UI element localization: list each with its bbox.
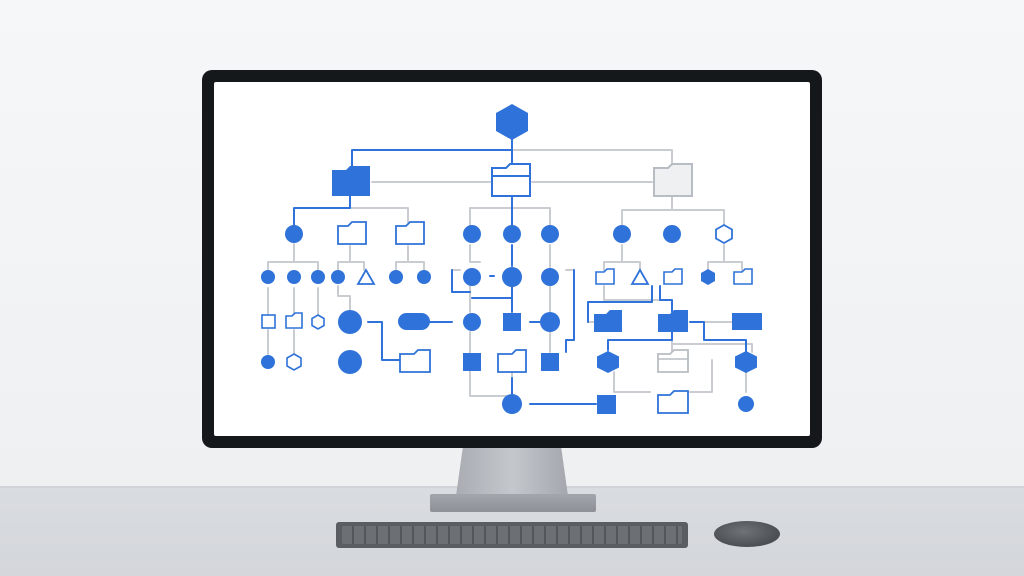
circle-node: [331, 270, 345, 284]
folder-icon: [653, 163, 693, 197]
folder-icon: [663, 268, 683, 285]
folder-icon: [733, 268, 753, 285]
circle-node: [502, 394, 522, 414]
pill-node: [398, 313, 430, 330]
folder-icon: [658, 310, 688, 332]
circle-node: [540, 312, 560, 332]
folder-icon: [497, 349, 527, 373]
folder-icon: [399, 349, 431, 373]
hexagon-node: [735, 351, 757, 373]
folder-icon: [285, 312, 303, 329]
circle-node: [613, 225, 631, 243]
circle-node: [541, 225, 559, 243]
hexagon-node: [715, 223, 733, 245]
monitor-stand-base: [430, 494, 596, 512]
circle-node: [463, 225, 481, 243]
hexagon-node: [701, 269, 715, 285]
keyboard-keys[interactable]: [342, 526, 682, 544]
circle-node: [738, 396, 754, 412]
triangle-node: [356, 268, 376, 285]
folder-icon: [595, 268, 615, 285]
circle-node: [311, 270, 325, 284]
circle-node: [417, 270, 431, 284]
folder-icon: [337, 221, 367, 245]
circle-node: [541, 268, 559, 286]
hexagon-node: [286, 353, 302, 371]
hierarchy-diagram: [261, 104, 762, 414]
circle-node: [261, 270, 275, 284]
monitor-screen: [214, 82, 810, 436]
hexagon-node: [311, 314, 325, 330]
folder-icon: [491, 163, 531, 197]
square-node: [261, 314, 276, 329]
computer-mouse[interactable]: [714, 521, 780, 547]
hexagon-node: [597, 351, 619, 373]
circle-node: [287, 270, 301, 284]
circle-node: [502, 267, 522, 287]
circle-node: [663, 225, 681, 243]
square-node: [541, 353, 559, 371]
connector-lines-blue: [293, 137, 747, 405]
root-hexagon-node: [496, 104, 528, 140]
square-node: [463, 353, 481, 371]
folder-icon: [657, 349, 689, 373]
square-node: [597, 395, 616, 414]
circle-node: [463, 268, 481, 286]
circle-node: [503, 225, 521, 243]
monitor-stand-neck: [456, 448, 568, 496]
circle-node: [338, 350, 362, 374]
folder-icon: [332, 166, 370, 196]
circle-node: [285, 225, 303, 243]
square-node: [503, 313, 521, 331]
circle-node: [389, 270, 403, 284]
circle-node: [338, 310, 362, 334]
circle-node: [463, 313, 481, 331]
rectangle-node: [732, 313, 762, 330]
folder-icon: [594, 310, 622, 332]
triangle-node: [630, 268, 650, 285]
folder-icon: [395, 221, 425, 245]
folder-icon: [657, 390, 689, 414]
circle-node: [261, 355, 275, 369]
